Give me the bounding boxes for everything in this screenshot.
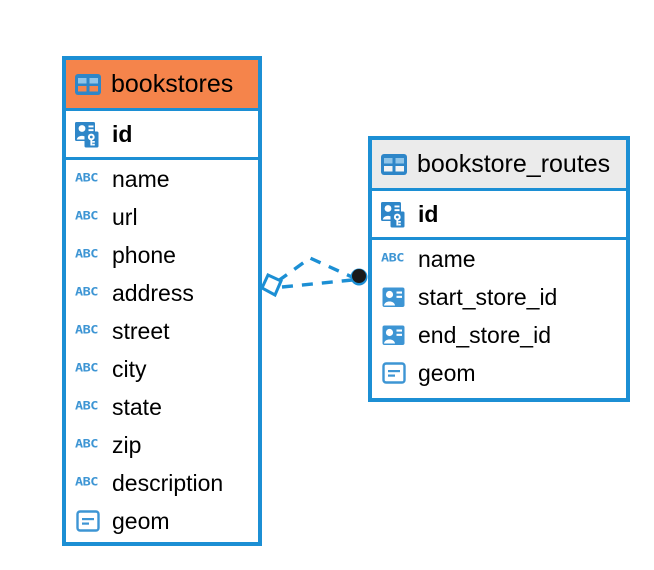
table-icon: [381, 153, 407, 175]
abc-text-icon: ABC: [75, 209, 98, 223]
primary-key-divider: [372, 237, 626, 240]
abc-text-icon: ABC: [381, 251, 404, 265]
relationship-target-circle: [350, 268, 368, 286]
field-row-zip[interactable]: ABC zip: [66, 426, 258, 464]
header-divider: [66, 108, 258, 111]
field-row-address[interactable]: ABC address: [66, 274, 258, 312]
field-list: ABC name ABC url ABC phone ABC address A…: [66, 160, 258, 540]
field-row-id[interactable]: id: [66, 111, 258, 157]
abc-text-icon: ABC: [75, 323, 98, 337]
field-name: zip: [112, 431, 142, 458]
field-row-name[interactable]: ABC name: [372, 240, 626, 278]
primary-key-icon: [381, 201, 409, 228]
field-row-name[interactable]: ABC name: [66, 160, 258, 198]
abc-text-icon: ABC: [75, 361, 98, 375]
header-divider: [372, 188, 626, 191]
field-row-state[interactable]: ABC state: [66, 388, 258, 426]
field-name: id: [418, 200, 439, 227]
field-row-street[interactable]: ABC street: [66, 312, 258, 350]
field-name: state: [112, 393, 162, 420]
field-row-start-store-id[interactable]: start_store_id: [372, 278, 626, 316]
primary-key-icon: [75, 121, 103, 148]
entity-header-bookstore-routes[interactable]: bookstore_routes: [372, 140, 626, 188]
field-row-description[interactable]: ABC description: [66, 464, 258, 502]
foreign-key-icon: [381, 285, 409, 309]
entity-title: bookstore_routes: [417, 149, 611, 178]
field-name: name: [418, 245, 476, 272]
abc-text-icon: ABC: [75, 475, 98, 489]
field-name: start_store_id: [418, 283, 558, 310]
relationship-source-diamond: [260, 273, 283, 298]
field-list: ABC name start_store_id: [372, 240, 626, 392]
field-name: address: [112, 279, 194, 306]
field-name: street: [112, 317, 170, 344]
abc-text-icon: ABC: [75, 285, 98, 299]
field-name: name: [112, 165, 170, 192]
field-row-url[interactable]: ABC url: [66, 198, 258, 236]
field-name: id: [112, 120, 133, 147]
primary-key-divider: [66, 157, 258, 160]
relationship-line-lower: [281, 278, 353, 289]
relationship-line-upper: [277, 256, 353, 283]
field-name: geom: [112, 507, 170, 534]
field-row-geom[interactable]: geom: [66, 502, 258, 540]
abc-text-icon: ABC: [75, 171, 98, 185]
abc-text-icon: ABC: [75, 437, 98, 451]
geometry-icon: [75, 509, 103, 533]
field-name: phone: [112, 241, 176, 268]
field-name: url: [112, 203, 138, 230]
table-icon: [75, 73, 101, 95]
entity-header-bookstores[interactable]: bookstores: [66, 60, 258, 108]
abc-text-icon: ABC: [75, 399, 98, 413]
entity-bookstore-routes[interactable]: bookstore_routes id: [368, 136, 630, 402]
foreign-key-icon: [381, 323, 409, 347]
entity-title: bookstores: [111, 69, 234, 98]
field-row-id[interactable]: id: [372, 191, 626, 237]
field-name: city: [112, 355, 147, 382]
field-row-phone[interactable]: ABC phone: [66, 236, 258, 274]
field-row-end-store-id[interactable]: end_store_id: [372, 316, 626, 354]
geometry-icon: [381, 361, 409, 385]
field-name: description: [112, 469, 224, 496]
abc-text-icon: ABC: [75, 247, 98, 261]
entity-bookstores[interactable]: bookstores id: [62, 56, 262, 546]
field-row-geom[interactable]: geom: [372, 354, 626, 392]
field-name: geom: [418, 359, 476, 386]
field-name: end_store_id: [418, 321, 551, 348]
field-row-city[interactable]: ABC city: [66, 350, 258, 388]
